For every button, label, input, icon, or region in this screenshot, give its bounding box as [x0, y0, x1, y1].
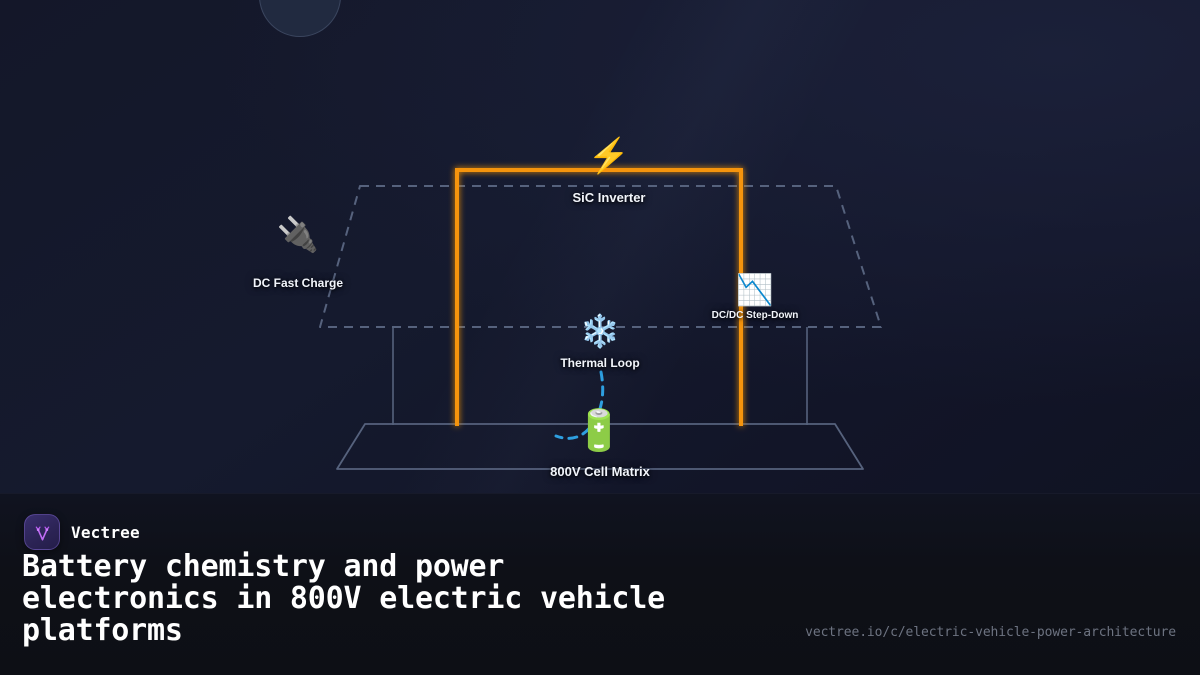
node-label-dcdc-step-down: DC/DC Step-Down [711, 310, 799, 321]
chassis-upper-outline [319, 185, 882, 328]
section-divider [0, 493, 1200, 494]
electric-plug-icon: 🔌 [276, 216, 320, 254]
brand-lockup[interactable]: Vectree [24, 514, 140, 550]
node-label-sic-inverter: SiC Inverter [572, 190, 646, 205]
chart-decreasing-icon: 📉 [736, 274, 774, 307]
node-label-dc-fast-charge: DC Fast Charge [252, 276, 344, 290]
diagram-svg [308, 168, 882, 470]
page-title: Battery chemistry and power electronics … [22, 549, 666, 648]
snowflake-icon: ❄️ [580, 313, 620, 349]
hv-rail-loop [455, 168, 743, 426]
coolant-loop-path [554, 370, 605, 440]
battery-icon: 🔋 [574, 409, 624, 453]
high-voltage-bolt-icon: ⚡ [587, 137, 631, 175]
footer-panel: Vectree Battery chemistry and power elec… [0, 493, 1200, 675]
node-label-thermal-loop: Thermal Loop [560, 356, 640, 370]
ev-power-architecture-diagram: ⚡ 🔌 📉 ❄️ 🔋 SiC Inverter DC Fast Charge D… [252, 137, 882, 479]
footer-background [0, 493, 1200, 675]
brand-logo-badge [24, 514, 60, 550]
pack-platform-outline [336, 423, 864, 470]
node-label-cell-matrix: 800V Cell Matrix [550, 464, 650, 479]
vectree-tree-logo-icon [35, 525, 49, 540]
brand-name: Vectree [71, 522, 140, 542]
source-url: vectree.io/c/electric-vehicle-power-arch… [805, 625, 1176, 640]
